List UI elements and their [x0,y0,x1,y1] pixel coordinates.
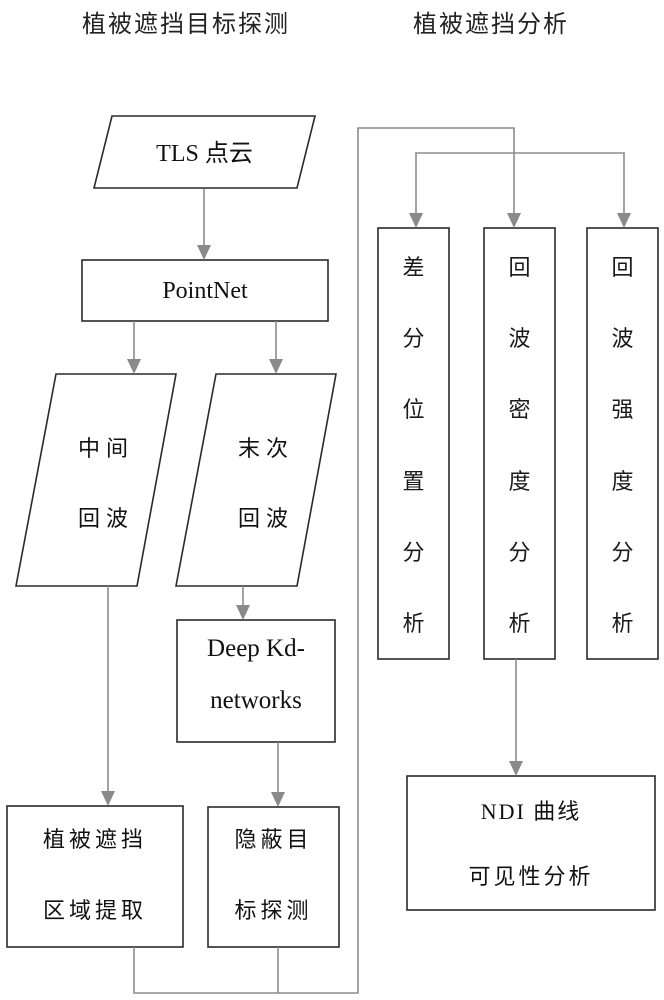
label-echo-density-analysis: 回 波 密 度 分 析 [484,250,555,638]
node-ndi-curve-visibility[interactable] [407,776,655,910]
char: 分 [611,535,633,567]
char: 分 [402,321,424,353]
char: 析 [402,606,424,638]
arrowhead-icon [269,359,283,374]
arrowhead-icon [101,791,115,806]
char: 波 [611,321,633,353]
label-ndi-line2: 可见性分析 [407,866,655,888]
arrowhead-icon [271,792,285,807]
label-deep-kd-line2: networks [177,688,335,713]
label-region-line2: 区域提取 [7,900,183,922]
char: 回 [611,250,633,282]
char: 波 [508,321,530,353]
label-last-echo-line1: 末次 [216,438,316,460]
arrowhead-icon [236,605,250,620]
char: 强 [611,392,633,424]
label-tls-point-cloud: TLS 点云 [94,142,315,166]
node-middle-echo[interactable] [16,374,176,586]
arrowhead-icon [409,213,423,228]
arrowhead-icon [197,245,211,260]
edge-branch-bus [416,153,624,214]
label-middle-echo-line1: 中间 [56,438,156,460]
char: 密 [508,392,530,424]
arrowhead-icon [127,359,141,374]
char: 度 [611,464,633,496]
label-ndi-line1: NDI 曲线 [407,801,655,823]
label-pointnet: PointNet [82,279,328,303]
label-echo-intensity-analysis: 回 波 强 度 分 析 [587,250,658,638]
char: 置 [402,464,424,496]
char: 析 [508,606,530,638]
label-region-line1: 植被遮挡 [7,829,183,851]
char: 回 [508,250,530,282]
node-last-echo[interactable] [176,374,336,586]
label-hidden-line2: 标探测 [208,900,339,922]
char: 分 [508,535,530,567]
char: 析 [611,606,633,638]
char: 差 [402,250,424,282]
label-deep-kd-line1: Deep Kd- [177,636,335,661]
label-differential-position-analysis: 差 分 位 置 分 析 [378,250,449,638]
label-hidden-line1: 隐蔽目 [208,829,339,851]
arrowhead-icon [509,761,523,776]
label-last-echo-line2: 回波 [216,508,316,530]
char: 度 [508,464,530,496]
arrowhead-icon [507,213,521,228]
char: 位 [402,392,424,424]
arrowhead-icon [617,213,631,228]
label-middle-echo-line2: 回波 [56,508,156,530]
char: 分 [402,535,424,567]
